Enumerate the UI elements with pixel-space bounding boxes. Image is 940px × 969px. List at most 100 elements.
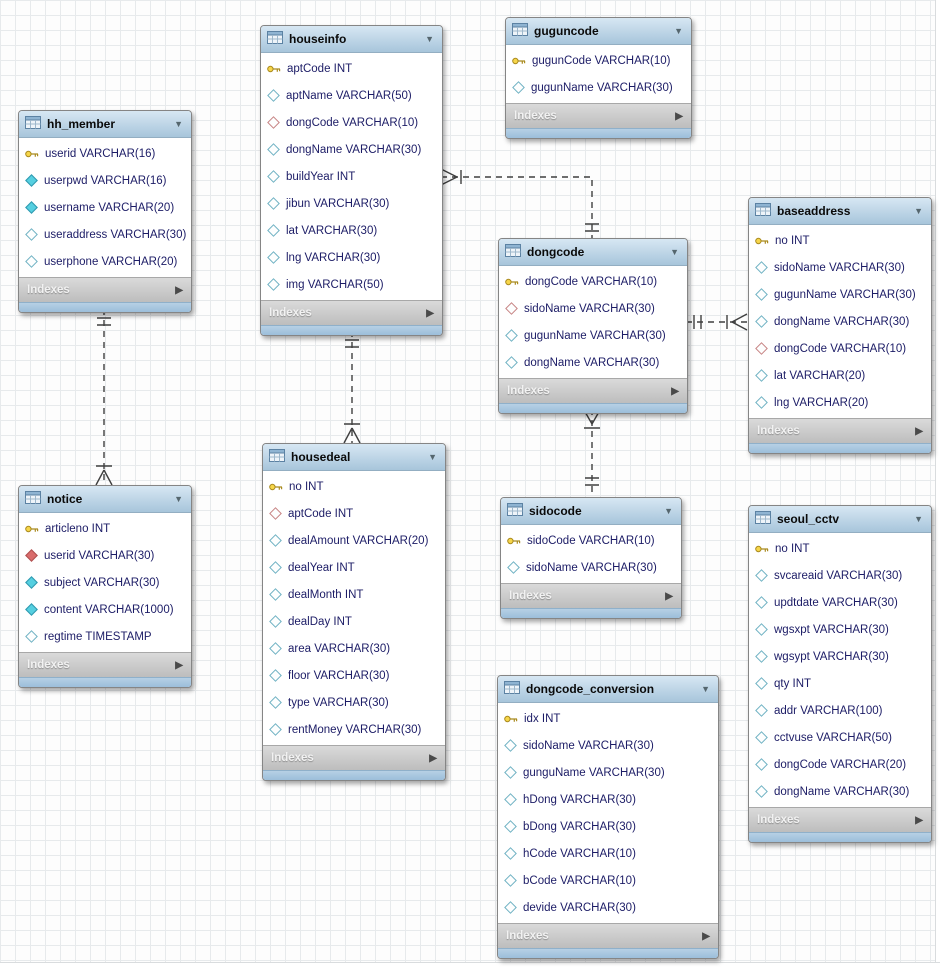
field-row[interactable]: wgsypt VARCHAR(30) [749,643,931,670]
field-row[interactable]: dongName VARCHAR(30) [749,308,931,335]
field-row[interactable]: no INT [749,535,931,562]
field-row[interactable]: dealYear INT [263,554,445,581]
field-row[interactable]: sidoCode VARCHAR(10) [501,527,681,554]
table-header[interactable]: hh_member ▼ [19,111,191,138]
field-row[interactable]: sidoName VARCHAR(30) [749,254,931,281]
field-row[interactable]: sidoName VARCHAR(30) [499,295,687,322]
field-row[interactable]: dongCode VARCHAR(10) [499,268,687,295]
relationship-dongcode-baseaddress[interactable] [686,313,748,331]
field-row[interactable]: userid VARCHAR(16) [19,140,191,167]
relationship-hh_member-notice[interactable] [95,309,113,486]
field-row[interactable]: aptName VARCHAR(50) [261,82,442,109]
field-row[interactable]: userphone VARCHAR(20) [19,248,191,275]
field-row[interactable]: type VARCHAR(30) [263,689,445,716]
field-row[interactable]: qty INT [749,670,931,697]
relationship-dongcode-houseinfo[interactable] [440,168,599,238]
expand-arrow-icon[interactable]: ▶ [426,307,434,319]
expand-arrow-icon[interactable]: ▶ [175,659,183,671]
field-row[interactable]: userpwd VARCHAR(16) [19,167,191,194]
collapse-arrow-icon[interactable]: ▼ [670,246,679,257]
field-row[interactable]: gugunName VARCHAR(30) [499,322,687,349]
relationship-houseinfo-housedeal[interactable] [343,331,361,444]
field-row[interactable]: dongCode VARCHAR(10) [749,335,931,362]
field-row[interactable]: userid VARCHAR(30) [19,542,191,569]
field-row[interactable]: no INT [263,473,445,500]
field-row[interactable]: username VARCHAR(20) [19,194,191,221]
field-row[interactable]: area VARCHAR(30) [263,635,445,662]
collapse-arrow-icon[interactable]: ▼ [914,513,923,524]
field-row[interactable]: floor VARCHAR(30) [263,662,445,689]
field-row[interactable]: dongName VARCHAR(30) [261,136,442,163]
field-row[interactable]: jibun VARCHAR(30) [261,190,442,217]
expand-arrow-icon[interactable]: ▶ [915,814,923,826]
field-row[interactable]: dongName VARCHAR(30) [499,349,687,376]
expand-arrow-icon[interactable]: ▶ [702,930,710,942]
field-row[interactable]: useraddress VARCHAR(30) [19,221,191,248]
expand-arrow-icon[interactable]: ▶ [675,110,683,122]
collapse-arrow-icon[interactable]: ▼ [914,205,923,216]
field-row[interactable]: gunguName VARCHAR(30) [498,759,718,786]
indexes-section[interactable]: Indexes ▶ [261,300,442,325]
field-row[interactable]: gugunCode VARCHAR(10) [506,47,691,74]
table-header[interactable]: notice ▼ [19,486,191,513]
table-sidocode[interactable]: sidocode ▼ sidoCode VARCHAR(10)sidoName … [500,497,682,619]
field-row[interactable]: sidoName VARCHAR(30) [501,554,681,581]
field-row[interactable]: addr VARCHAR(100) [749,697,931,724]
relationship-sidocode-dongcode[interactable] [583,409,601,497]
field-row[interactable]: cctvuse VARCHAR(50) [749,724,931,751]
collapse-arrow-icon[interactable]: ▼ [674,25,683,36]
table-hh_member[interactable]: hh_member ▼ userid VARCHAR(16)userpwd VA… [18,110,192,313]
collapse-arrow-icon[interactable]: ▼ [701,683,710,694]
field-row[interactable]: wgsxpt VARCHAR(30) [749,616,931,643]
collapse-arrow-icon[interactable]: ▼ [428,451,437,462]
indexes-section[interactable]: Indexes ▶ [498,923,718,948]
field-row[interactable]: articleno INT [19,515,191,542]
field-row[interactable]: buildYear INT [261,163,442,190]
field-row[interactable]: dongCode VARCHAR(10) [261,109,442,136]
field-row[interactable]: gugunName VARCHAR(30) [749,281,931,308]
field-row[interactable]: svcareaid VARCHAR(30) [749,562,931,589]
table-header[interactable]: guguncode ▼ [506,18,691,45]
indexes-section[interactable]: Indexes ▶ [19,277,191,302]
expand-arrow-icon[interactable]: ▶ [665,590,673,602]
indexes-section[interactable]: Indexes ▶ [19,652,191,677]
field-row[interactable]: lat VARCHAR(30) [261,217,442,244]
field-row[interactable]: subject VARCHAR(30) [19,569,191,596]
field-row[interactable]: bDong VARCHAR(30) [498,813,718,840]
table-header[interactable]: dongcode_conversion ▼ [498,676,718,703]
expand-arrow-icon[interactable]: ▶ [915,425,923,437]
field-row[interactable]: idx INT [498,705,718,732]
field-row[interactable]: dongCode VARCHAR(20) [749,751,931,778]
expand-arrow-icon[interactable]: ▶ [175,284,183,296]
indexes-section[interactable]: Indexes ▶ [749,418,931,443]
field-row[interactable]: lng VARCHAR(30) [261,244,442,271]
table-header[interactable]: housedeal ▼ [263,444,445,471]
collapse-arrow-icon[interactable]: ▼ [425,33,434,44]
field-row[interactable]: dongName VARCHAR(30) [749,778,931,805]
collapse-arrow-icon[interactable]: ▼ [174,493,183,504]
table-header[interactable]: sidocode ▼ [501,498,681,525]
field-row[interactable]: dealAmount VARCHAR(20) [263,527,445,554]
field-row[interactable]: updtdate VARCHAR(30) [749,589,931,616]
field-row[interactable]: bCode VARCHAR(10) [498,867,718,894]
collapse-arrow-icon[interactable]: ▼ [174,118,183,129]
field-row[interactable]: gugunName VARCHAR(30) [506,74,691,101]
field-row[interactable]: dealMonth INT [263,581,445,608]
indexes-section[interactable]: Indexes ▶ [499,378,687,403]
field-row[interactable]: aptCode INT [261,55,442,82]
indexes-section[interactable]: Indexes ▶ [263,745,445,770]
field-row[interactable]: lat VARCHAR(20) [749,362,931,389]
collapse-arrow-icon[interactable]: ▼ [664,505,673,516]
indexes-section[interactable]: Indexes ▶ [501,583,681,608]
field-row[interactable]: aptCode INT [263,500,445,527]
field-row[interactable]: content VARCHAR(1000) [19,596,191,623]
expand-arrow-icon[interactable]: ▶ [429,752,437,764]
field-row[interactable]: hDong VARCHAR(30) [498,786,718,813]
table-header[interactable]: houseinfo ▼ [261,26,442,53]
